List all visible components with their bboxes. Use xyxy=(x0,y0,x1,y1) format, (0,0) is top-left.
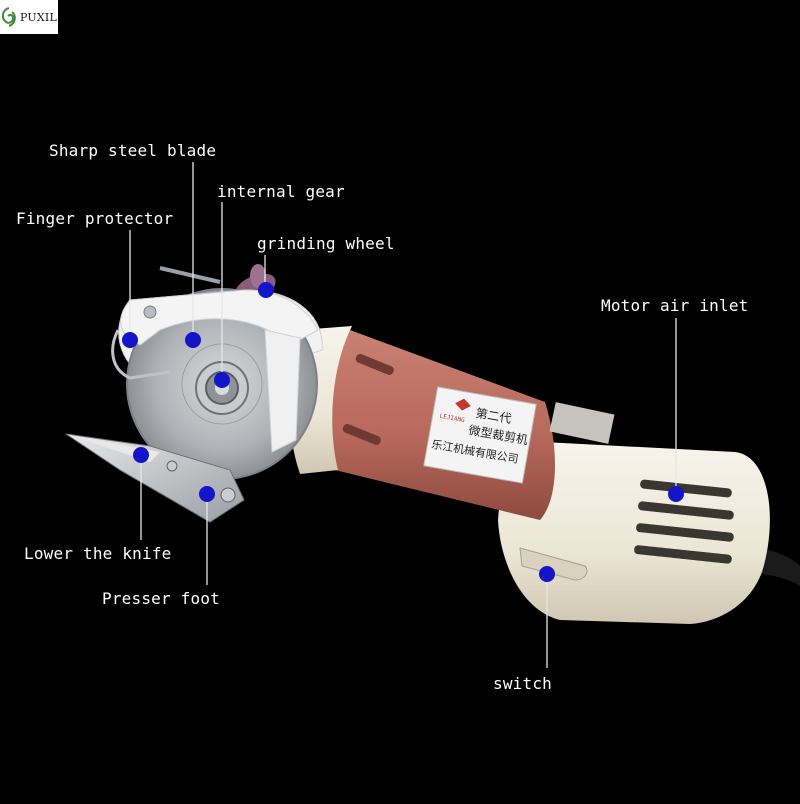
marker-switch xyxy=(539,566,555,582)
label-lower-the-knife: Lower the knife xyxy=(24,544,172,563)
label-presser-foot: Presser foot xyxy=(102,589,220,608)
air-inlet-slots xyxy=(634,479,734,564)
marker-lower-the-knife xyxy=(133,447,149,463)
markers xyxy=(122,282,684,582)
marker-motor-air-inlet xyxy=(668,486,684,502)
logo-text: PUXIL xyxy=(20,10,57,24)
brand-logo: PUXIL xyxy=(0,0,58,34)
badge-line-1: 第二代 xyxy=(475,406,513,426)
product-badge xyxy=(423,386,537,484)
marker-presser-foot xyxy=(199,486,215,502)
label-switch: switch xyxy=(493,674,552,693)
presser-foot xyxy=(65,433,245,523)
adjust-rod xyxy=(159,266,221,284)
marker-internal-gear xyxy=(214,372,230,388)
label-internal-gear: internal gear xyxy=(217,182,345,201)
badge-brand: LEJIANG xyxy=(439,413,465,424)
leader-lines xyxy=(129,162,677,668)
label-motor-air-inlet: Motor air inlet xyxy=(601,296,749,315)
marker-grinding-wheel xyxy=(258,282,274,298)
leaf-swirl-icon xyxy=(1,7,16,27)
power-cord xyxy=(760,548,800,586)
label-grinding-wheel: grinding wheel xyxy=(257,234,395,253)
label-sharp-steel-blade: Sharp steel blade xyxy=(49,141,217,160)
marker-finger-protector xyxy=(122,332,138,348)
label-finger-protector: Finger protector xyxy=(16,209,174,228)
switch-lever xyxy=(519,547,588,581)
marker-sharp-steel-blade xyxy=(185,332,201,348)
